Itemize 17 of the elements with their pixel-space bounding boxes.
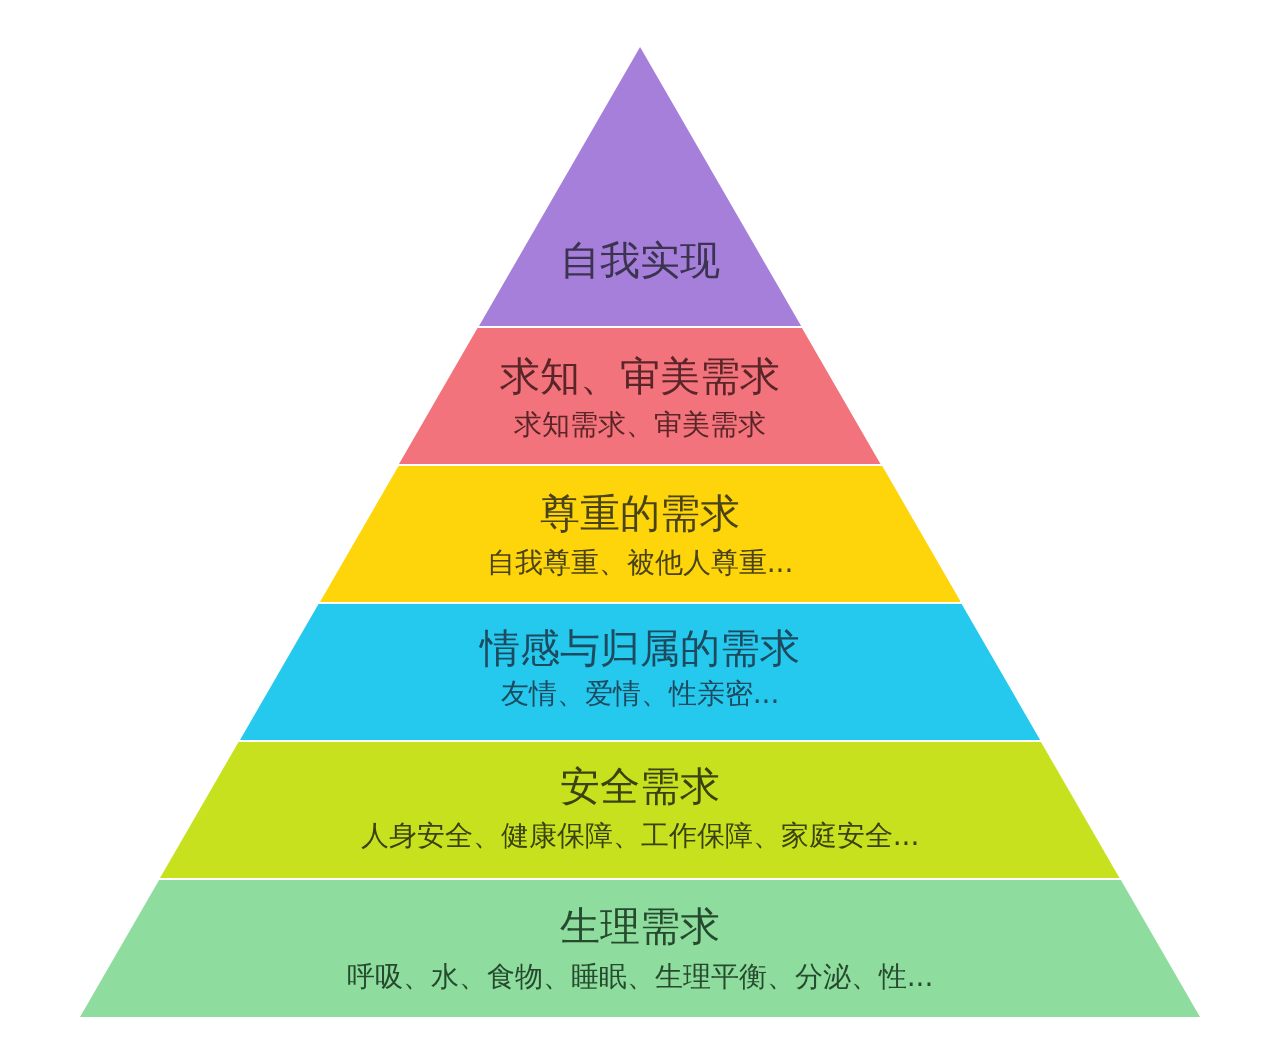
tier-title: 安全需求 <box>560 764 720 808</box>
pyramid-tier <box>399 328 881 464</box>
tier-title: 情感与归属的需求 <box>480 626 800 670</box>
pyramid-tier <box>478 47 802 326</box>
tier-title: 尊重的需求 <box>540 491 740 535</box>
pyramid-tier <box>239 604 1041 740</box>
tier-description: 友情、爱情、性亲密... <box>500 679 780 710</box>
tier-description: 呼吸、水、食物、睡眠、生理平衡、分泌、性... <box>346 962 934 993</box>
tier-title: 生理需求 <box>560 904 720 948</box>
tier-description: 求知需求、审美需求 <box>514 410 766 441</box>
pyramid-tier <box>319 466 961 602</box>
pyramid-tier <box>80 880 1200 1017</box>
tier-description: 自我尊重、被他人尊重... <box>486 548 794 579</box>
tier-title: 自我实现 <box>560 238 720 282</box>
pyramid-tier <box>160 742 1120 878</box>
tier-description: 人身安全、健康保障、工作保障、家庭安全... <box>360 821 920 852</box>
tier-title: 求知、审美需求 <box>500 354 780 398</box>
